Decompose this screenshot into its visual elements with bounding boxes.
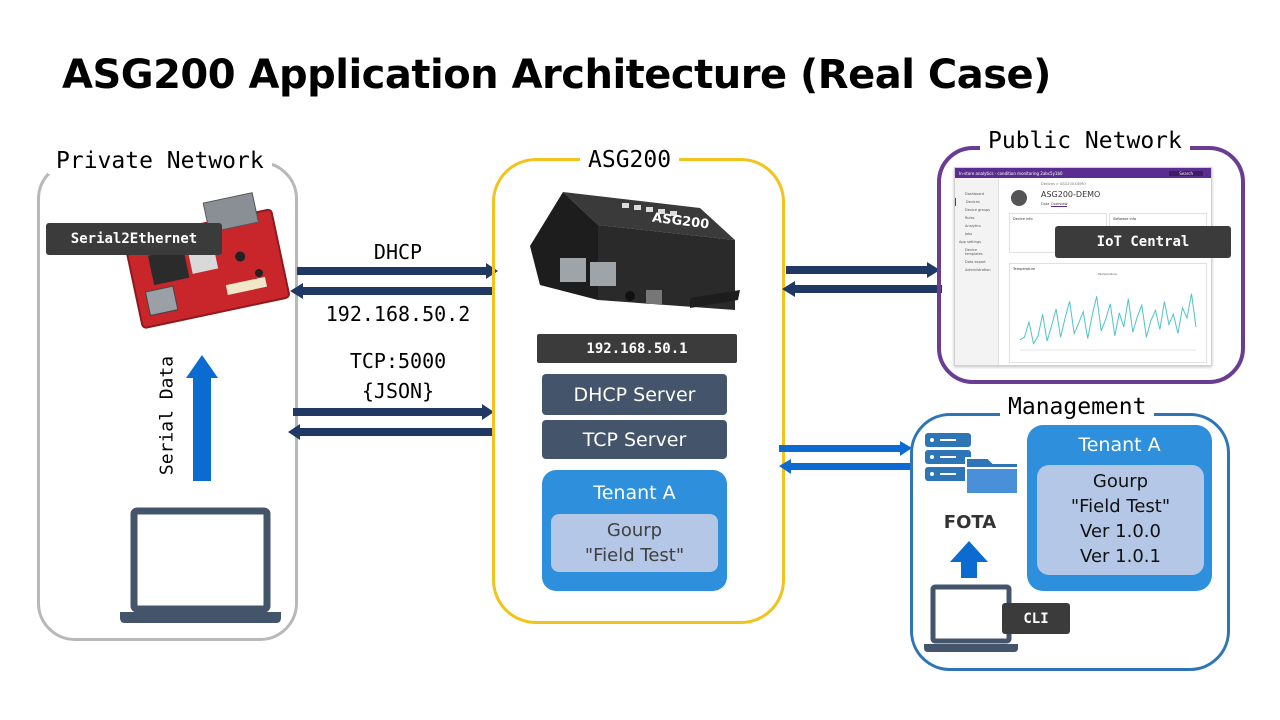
serial2ethernet-tag: Serial2Ethernet: [46, 223, 222, 255]
private-network-label: Private Network: [48, 148, 272, 174]
mgmt-group-line: Gourp: [1092, 471, 1149, 492]
iot-app-title: In-store analytics - condition monitorin…: [959, 170, 1063, 176]
asg-tenant-box: Tenant A Gourp "Field Test": [542, 470, 727, 591]
iot-device-name: ASG200-DEMO: [1041, 190, 1101, 199]
mgmt-group-line: Ver 1.0.0: [1080, 521, 1161, 542]
iot-nav-item[interactable]: Analytics: [965, 224, 981, 228]
mgmt-tenant-box: Tenant A Gourp "Field Test" Ver 1.0.0 Ve…: [1027, 425, 1212, 591]
iot-tab[interactable]: Data: [1041, 202, 1050, 206]
iot-card-title: Software info: [1113, 217, 1137, 221]
iot-app-header: In-store analytics - condition monitorin…: [955, 168, 1211, 178]
iot-chart-legend: Temperature: [1098, 272, 1118, 276]
iot-nav: Dashboard Devices Device groups Rules An…: [955, 178, 999, 365]
mgmt-tenant-label: Tenant A: [1078, 434, 1161, 456]
dhcp-server-box: DHCP Server: [542, 374, 727, 415]
asg-group-box: Gourp "Field Test": [551, 514, 718, 572]
iot-chart-card: Temperature Temperature: [1009, 263, 1207, 363]
mgmt-group-line: "Field Test": [1070, 496, 1171, 517]
tcp-port-label: TCP:5000: [349, 349, 447, 373]
fota-label: FOTA: [943, 512, 997, 533]
asg-tenant-label: Tenant A: [593, 482, 676, 504]
management-label: Management: [1000, 394, 1155, 420]
mgmt-group-box: Gourp "Field Test" Ver 1.0.0 Ver 1.0.1: [1037, 465, 1204, 575]
asg200-ip-tag: 192.168.50.1: [537, 334, 737, 363]
temperature-series-line: [1019, 293, 1197, 345]
iot-central-window: In-store analytics - condition monitorin…: [954, 167, 1212, 366]
asg-group-name: Gourp: [606, 520, 663, 541]
json-label: {JSON}: [361, 379, 435, 403]
iot-device-icon: [1011, 190, 1027, 206]
iot-breadcrumb: Devices > ASG200-DEMO: [1041, 182, 1086, 186]
iot-nav-item[interactable]: Administration: [965, 268, 991, 272]
iot-nav-item[interactable]: Devices: [955, 198, 998, 206]
page-title: ASG200 Application Architecture (Real Ca…: [62, 52, 1051, 98]
cli-tag: CLI: [1002, 603, 1070, 634]
iot-nav-item[interactable]: App settings: [959, 240, 981, 244]
serial-data-label: Serial Data: [156, 355, 178, 476]
iot-nav-item[interactable]: Device groups: [965, 208, 991, 212]
iot-card-title: Device info: [1013, 217, 1033, 221]
iot-nav-item[interactable]: Rules: [965, 216, 975, 220]
client-ip-label: 192.168.50.2: [325, 302, 471, 326]
tcp-server-box: TCP Server: [542, 420, 727, 459]
iot-nav-item[interactable]: Jobs: [965, 232, 973, 236]
mgmt-group-line: Ver 1.0.1: [1080, 546, 1161, 567]
public-network-label: Public Network: [980, 128, 1190, 154]
asg200-group-label: ASG200: [580, 147, 680, 173]
iot-nav-item[interactable]: Dashboard: [965, 192, 984, 196]
asg-group-value: "Field Test": [584, 545, 685, 566]
iot-nav-item[interactable]: Data export: [965, 260, 986, 264]
iot-search[interactable]: Search: [1169, 170, 1203, 176]
dhcp-link-label: DHCP: [373, 240, 423, 264]
iot-tab[interactable]: Overview: [1051, 202, 1068, 207]
iot-nav-item[interactable]: Device templates: [965, 248, 983, 256]
iot-central-tag: IoT Central: [1055, 226, 1231, 258]
iot-chart-title: Temperature: [1013, 267, 1036, 271]
temperature-chart: [1019, 293, 1197, 351]
